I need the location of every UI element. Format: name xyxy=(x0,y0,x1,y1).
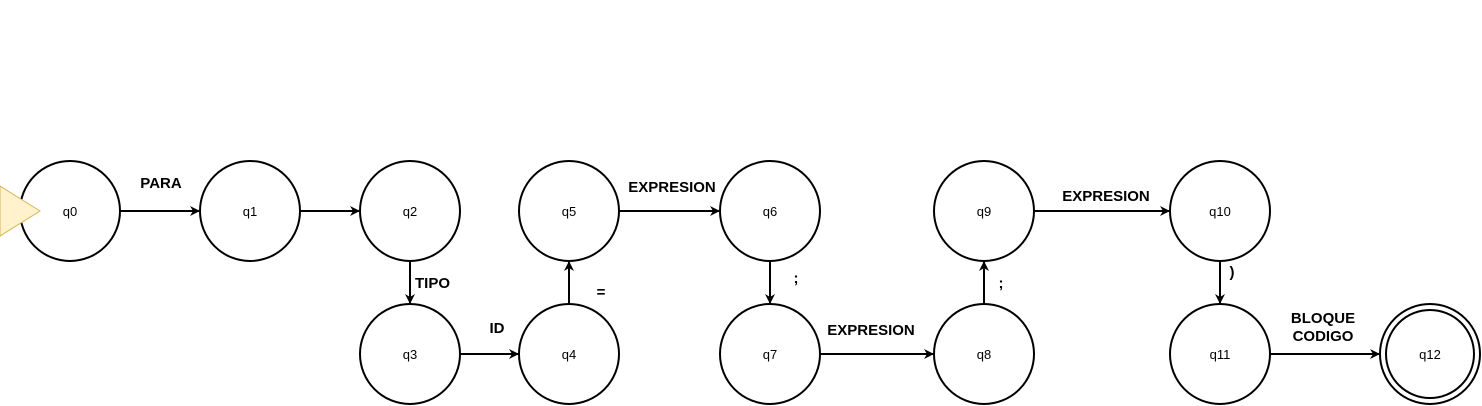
state-circle xyxy=(1169,303,1271,405)
state-label: q8 xyxy=(977,347,991,362)
state-circle xyxy=(199,160,301,262)
state-q6: q6 xyxy=(719,160,821,262)
state-label: q10 xyxy=(1209,204,1231,219)
state-q11: q11 xyxy=(1169,303,1271,405)
transition-label-q6-q7: ; xyxy=(794,270,799,287)
state-circle xyxy=(933,303,1035,405)
label-line-symbol: ) xyxy=(1230,264,1235,281)
state-label: q12 xyxy=(1419,347,1441,362)
transition-label-q3-q4: ID xyxy=(490,320,505,337)
state-label: q2 xyxy=(403,204,417,219)
state-label: q5 xyxy=(562,204,576,219)
state-label: q7 xyxy=(763,347,777,362)
transition-label-q8-q9: ; xyxy=(999,275,1004,292)
state-q5: q5 xyxy=(518,160,620,262)
state-circle xyxy=(719,160,821,262)
state-q4: q4 xyxy=(518,303,620,405)
label-line-expresion: EXPRESION xyxy=(628,179,716,196)
state-label: q1 xyxy=(243,204,257,219)
state-q7: q7 xyxy=(719,303,821,405)
state-circle xyxy=(518,160,620,262)
state-label: q9 xyxy=(977,204,991,219)
transition-label-q7-q8: EXPRESION xyxy=(827,322,915,339)
state-circle xyxy=(1169,160,1271,262)
label-line-tipo: TIPO xyxy=(415,275,450,292)
state-label: q0 xyxy=(63,204,77,219)
state-q9: q9 xyxy=(933,160,1035,262)
state-q3: q3 xyxy=(359,303,461,405)
state-label: q4 xyxy=(562,347,576,362)
state-q1: q1 xyxy=(199,160,301,262)
accepting-state-ring xyxy=(1385,309,1475,399)
state-circle xyxy=(359,303,461,405)
state-circle xyxy=(518,303,620,405)
label-line-bloque: BLOQUE xyxy=(1291,310,1355,327)
initial-state-marker xyxy=(0,185,41,237)
label-line-expresion: EXPRESION xyxy=(827,322,915,339)
transition-label-q0-q1: PARA xyxy=(140,175,182,192)
transition-label-q9-q10: EXPRESION xyxy=(1062,188,1150,205)
label-line-codigo: CODIGO xyxy=(1293,328,1354,345)
state-q2: q2 xyxy=(359,160,461,262)
state-q10: q10 xyxy=(1169,160,1271,262)
state-label: q6 xyxy=(763,204,777,219)
transition-label-q2-q3: TIPO xyxy=(415,275,450,292)
label-line-expresion: EXPRESION xyxy=(1062,188,1150,205)
label-line-para: PARA xyxy=(140,175,182,192)
state-q12: q12 xyxy=(1379,303,1481,405)
state-circle xyxy=(719,303,821,405)
state-label: q11 xyxy=(1210,347,1231,362)
label-line-symbol: ; xyxy=(794,270,799,287)
label-line-symbol: = xyxy=(597,284,606,301)
state-circle xyxy=(933,160,1035,262)
transition-label-q4-q5: = xyxy=(597,284,606,301)
state-label: q3 xyxy=(403,347,417,362)
state-circle xyxy=(359,160,461,262)
transition-label-q5-q6: EXPRESION xyxy=(628,179,716,196)
label-line-id: ID xyxy=(490,320,505,337)
transition-label-q10-q11: ) xyxy=(1230,264,1235,281)
label-line-symbol: ; xyxy=(999,275,1004,292)
state-q8: q8 xyxy=(933,303,1035,405)
